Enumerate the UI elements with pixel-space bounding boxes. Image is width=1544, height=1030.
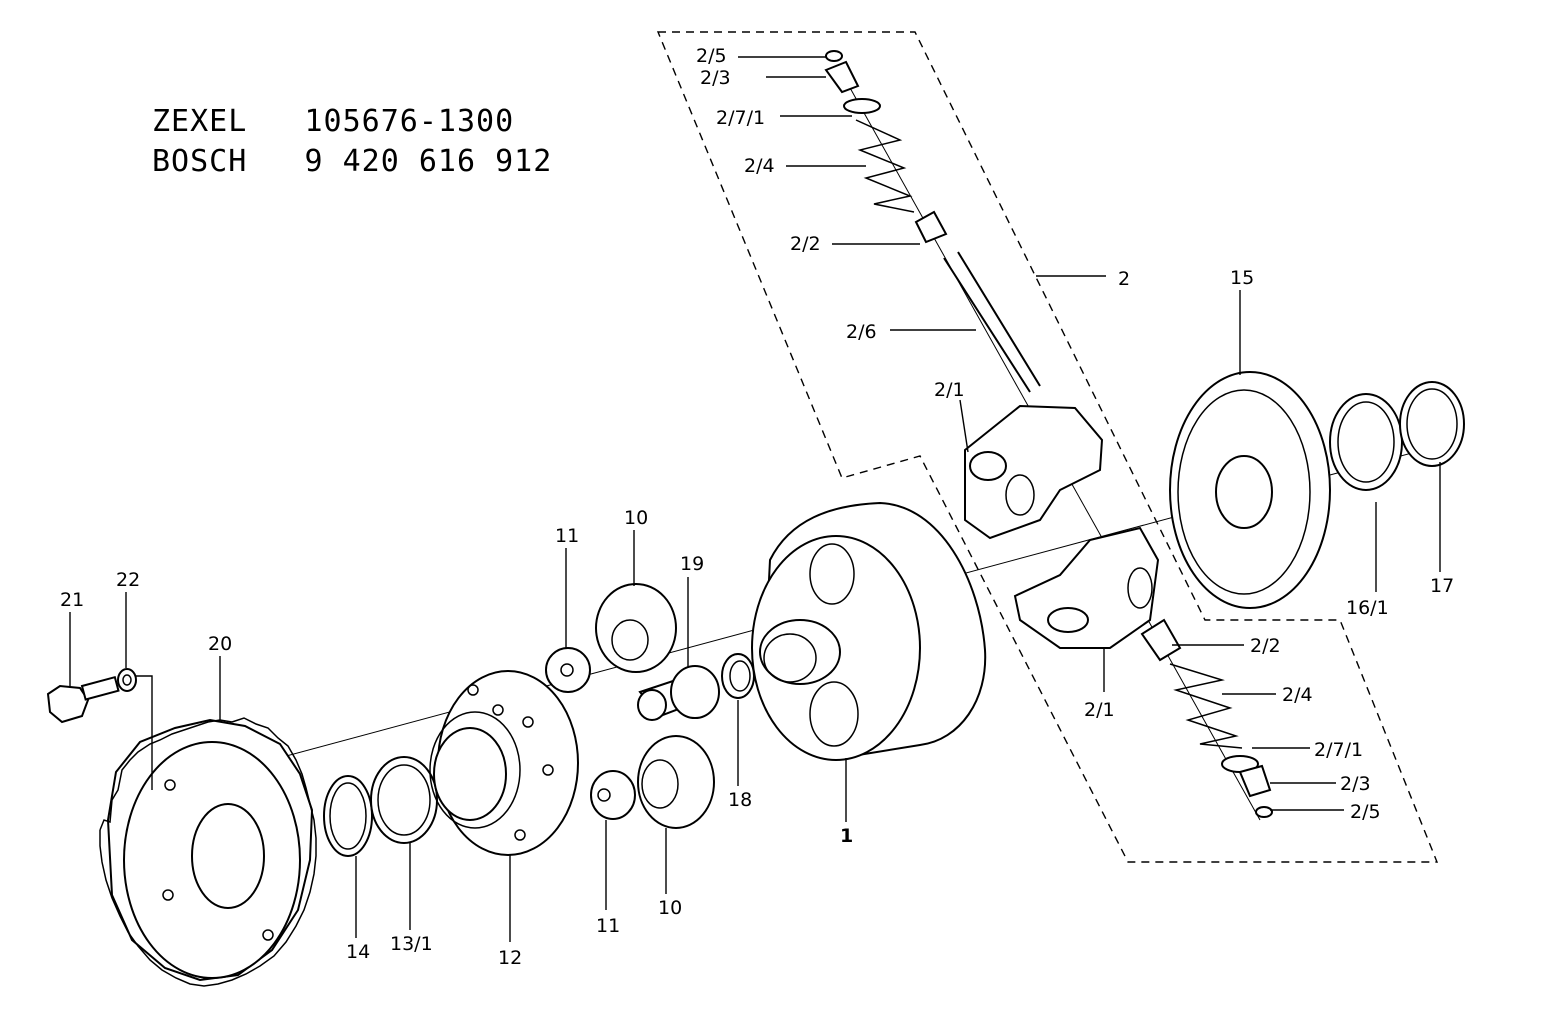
callout-10-top: 10	[624, 507, 648, 529]
shim-ring-13-1	[370, 756, 438, 844]
callout-2-3-bottom: 2/3	[1340, 773, 1371, 795]
callout-14: 14	[346, 941, 370, 963]
part-number-bosch: 9 420 616 912	[304, 144, 553, 179]
callout-22: 22	[116, 569, 140, 591]
callout-2-2-bottom: 2/2	[1250, 635, 1281, 657]
pin-11-bottom	[590, 770, 636, 820]
callout-labels: 2/5 2/3 2/7/1 2/4 2/2 2 2/6 2/1 15 16/1 …	[60, 45, 1454, 969]
ring-16-1	[1329, 393, 1403, 491]
sleeve-10-bottom	[637, 735, 715, 829]
callout-13-1: 13/1	[390, 933, 433, 955]
callout-2-4-top: 2/4	[744, 155, 775, 177]
lower-spring-stack	[1140, 618, 1273, 818]
callout-2-6: 2/6	[846, 321, 877, 343]
callout-18: 18	[728, 789, 752, 811]
callout-1: 1	[840, 825, 853, 847]
header-line-bosch: BOSCH 9 420 616 912	[152, 144, 552, 179]
bolt-21	[46, 675, 120, 724]
circlip-17	[1399, 381, 1465, 467]
brand-bosch: BOSCH	[152, 144, 248, 179]
callout-19: 19	[680, 553, 704, 575]
callout-2-5-bottom: 2/5	[1350, 801, 1381, 823]
callout-2-1-top: 2/1	[934, 379, 965, 401]
callout-21: 21	[60, 589, 84, 611]
hub-12	[429, 670, 579, 856]
callout-2-5-top: 2/5	[696, 45, 727, 67]
leader-lines	[69, 56, 1441, 942]
gear-20	[99, 717, 317, 987]
callout-2-7-1-top: 2/7/1	[716, 107, 765, 129]
callout-2-7-1-bottom: 2/7/1	[1314, 739, 1363, 761]
housing-1	[751, 501, 987, 761]
pin-11-top	[545, 647, 591, 693]
callout-2: 2	[1118, 268, 1130, 290]
header-line-zexel: ZEXEL 105676-1300	[152, 104, 514, 139]
circlip-14	[323, 775, 373, 857]
callout-2-1-bottom: 2/1	[1084, 699, 1115, 721]
callout-2-4-bottom: 2/4	[1282, 684, 1313, 706]
callout-20: 20	[208, 633, 232, 655]
flyweight-2-1-top	[964, 404, 1104, 540]
callout-11-bottom: 11	[596, 915, 620, 937]
callout-16-1: 16/1	[1346, 597, 1389, 619]
callout-11-top: 11	[555, 525, 579, 547]
upper-spring-stack	[824, 50, 1041, 393]
washer-22	[117, 668, 137, 692]
callout-2-3-top: 2/3	[700, 67, 731, 89]
spring-ring-18	[721, 653, 755, 699]
cover-15	[1169, 371, 1331, 609]
part-number-zexel: 105676-1300	[304, 104, 515, 139]
bushing-19	[637, 665, 720, 721]
brand-zexel: ZEXEL	[152, 104, 248, 139]
callout-17: 17	[1430, 575, 1454, 597]
callout-12: 12	[498, 947, 522, 969]
sleeve-10-top	[595, 583, 677, 673]
callout-10-bottom: 10	[658, 897, 682, 919]
assembly-2-boundary	[656, 31, 1439, 863]
callout-2-2-top: 2/2	[790, 233, 821, 255]
flyweight-2-1-bottom	[1013, 526, 1160, 649]
callout-15: 15	[1230, 267, 1254, 289]
